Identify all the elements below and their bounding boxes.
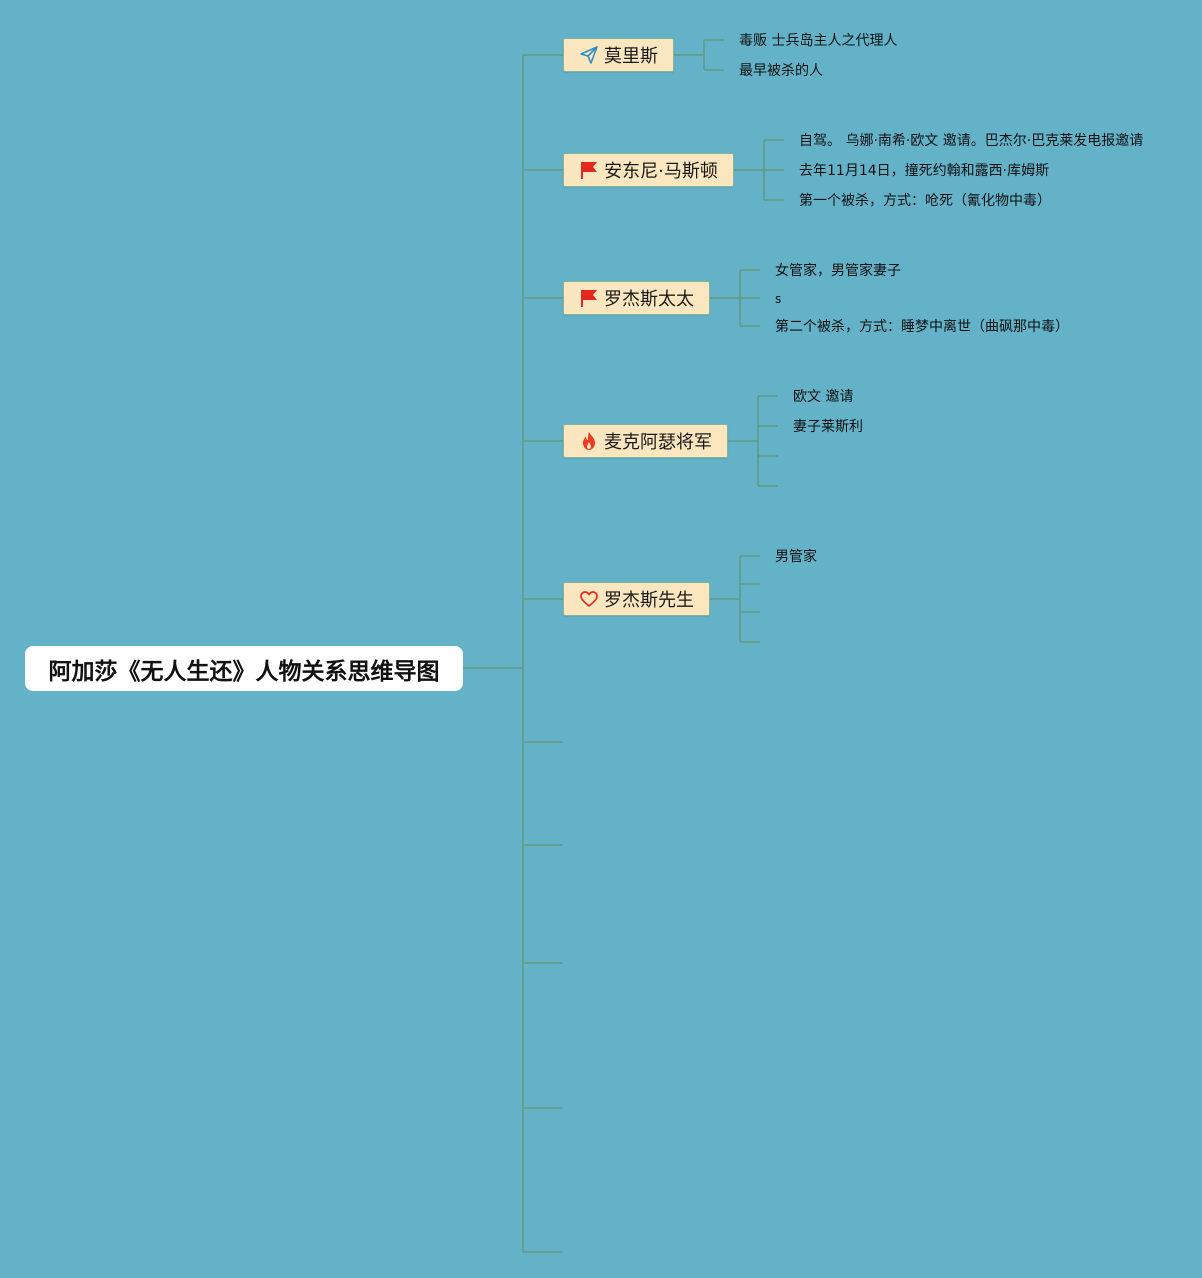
topic-mrs-rogers[interactable]: 罗杰斯太太 bbox=[563, 281, 710, 315]
topic-label: 安东尼·马斯顿 bbox=[604, 161, 718, 182]
topic-general-macarthur[interactable]: 麦克阿瑟将军 bbox=[563, 424, 728, 458]
detail-item: 毒贩 士兵岛主人之代理人 bbox=[739, 33, 898, 49]
paper-plane-icon bbox=[579, 45, 599, 65]
topic-label: 莫里斯 bbox=[604, 46, 658, 67]
red-flag-icon bbox=[579, 160, 599, 180]
detail-item: 最早被杀的人 bbox=[739, 63, 823, 79]
detail-item: 女管家，男管家妻子 bbox=[775, 263, 901, 279]
root-topic[interactable]: 阿加莎《无人生还》人物关系思维导图 bbox=[25, 646, 463, 691]
detail-item: 自驾。 乌娜·南希·欧文 邀请。巴杰尔·巴克莱发电报邀请 bbox=[799, 133, 1144, 149]
fire-icon bbox=[579, 431, 599, 451]
topic-label: 麦克阿瑟将军 bbox=[604, 432, 712, 453]
detail-item: 去年11月14日，撞死约翰和露西·库姆斯 bbox=[799, 163, 1050, 179]
heart-icon bbox=[579, 589, 599, 609]
detail-item: 男管家 bbox=[775, 549, 817, 565]
topic-mr-rogers[interactable]: 罗杰斯先生 bbox=[563, 582, 710, 616]
detail-item: s bbox=[775, 292, 782, 306]
detail-item: 妻子莱斯利 bbox=[793, 419, 863, 435]
topic-morris[interactable]: 莫里斯 bbox=[563, 38, 674, 72]
topic-label: 罗杰斯太太 bbox=[604, 289, 694, 310]
detail-item: 第一个被杀，方式：呛死（氰化物中毒） bbox=[799, 193, 1051, 209]
topic-anthony-marston[interactable]: 安东尼·马斯顿 bbox=[563, 153, 734, 187]
topic-label: 罗杰斯先生 bbox=[604, 590, 694, 611]
detail-item: 欧文 邀请 bbox=[793, 389, 854, 405]
root-topic-title: 阿加莎《无人生还》人物关系思维导图 bbox=[48, 658, 440, 685]
red-flag-icon bbox=[579, 288, 599, 308]
detail-item: 第二个被杀，方式：睡梦中离世（曲砜那中毒） bbox=[775, 319, 1069, 335]
